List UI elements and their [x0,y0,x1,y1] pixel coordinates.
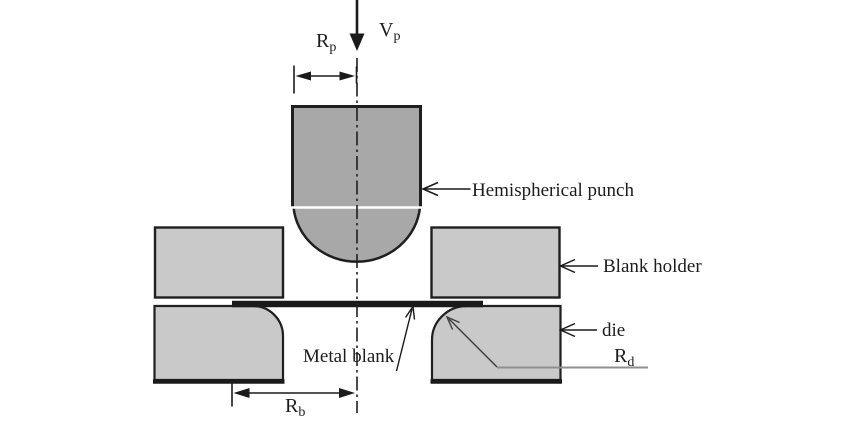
die-radius-leader [445,315,648,369]
die-leader-arrowhead-icon [558,322,576,338]
punch-radius-dimension [293,65,358,94]
metal-blank-leader-arrow [395,304,416,372]
blank-radius-label: Rb [285,395,305,420]
blank-holder-right [430,226,561,299]
rb-right-arrowhead-icon [339,388,355,398]
blank-holder-group [153,226,561,299]
metal-blank-label: Metal blank [303,346,395,367]
hemispherical-punch-label: Hemispherical punch [472,180,634,201]
die-group [153,304,562,384]
rp-right-arrowhead-icon [339,71,355,81]
die-left [153,304,285,382]
die-label: die [602,320,625,341]
blank-leader-arrowhead-icon [404,304,416,320]
die-right [430,304,562,382]
punch-radius-label: Rp [316,30,336,55]
rd-arrowhead-icon [445,315,460,330]
blank-holder-leader-arrow [558,258,598,274]
blank-radius-dimension [231,381,355,407]
punch-leader-arrow [421,181,471,197]
die-leader-arrow [558,322,597,338]
rb-left-arrowhead-icon [233,388,250,398]
holder-leader-arrowhead-icon [558,258,576,274]
punch-velocity-arrow [349,0,365,51]
punch-velocity-label: Vp [379,19,400,44]
velocity-arrowhead-icon [349,33,365,51]
punch-leader-arrowhead-icon [421,181,439,197]
blank-holder-left [153,226,285,299]
blank-leader-line [395,308,413,372]
die-radius-label: Rd [614,345,634,370]
blank-holder-label: Blank holder [603,256,702,277]
rd-diagonal-line [448,318,498,368]
rp-left-arrowhead-icon [295,71,311,81]
